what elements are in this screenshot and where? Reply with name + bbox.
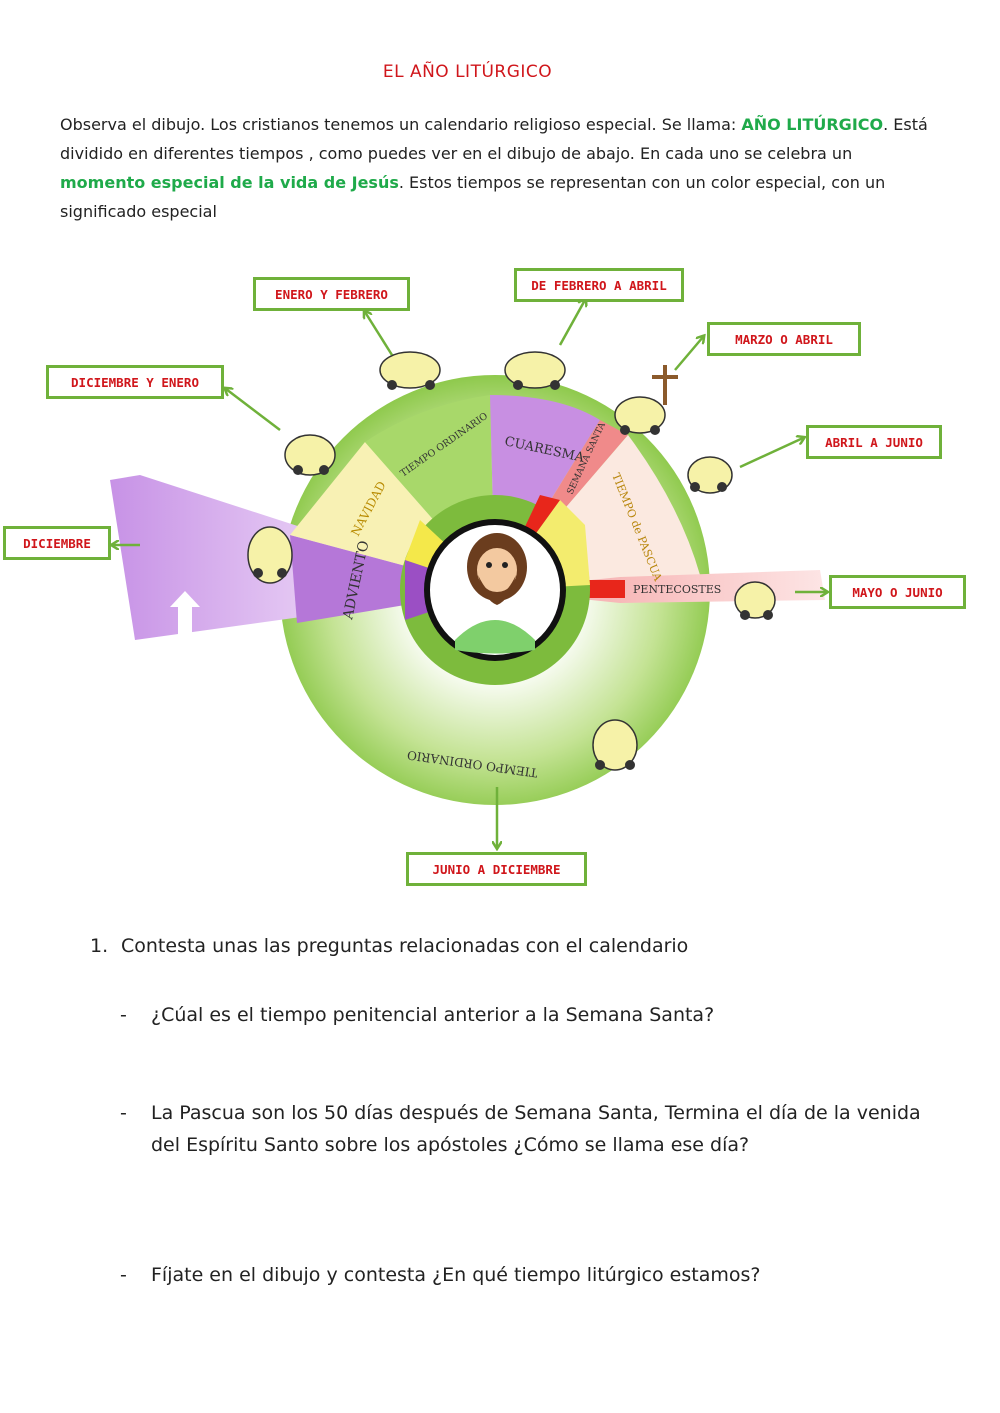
liturgical-calendar-diagram: ADVIENTO NAVIDAD TIEMPO ORDINARIO CUARES… — [0, 255, 1000, 895]
intro-highlight-momento: momento especial de la vida de Jesús — [60, 173, 399, 192]
question-main-text: Contesta unas las preguntas relacionadas… — [121, 935, 689, 957]
label-marzo-abril: MARZO O ABRIL — [707, 322, 861, 356]
arrow-enero-febrero — [365, 312, 394, 356]
bullet-dash: - — [120, 1102, 127, 1124]
arrow-abril-junio — [739, 438, 803, 469]
segment-label-pentecostes: PENTECOSTES — [633, 583, 721, 596]
car-wheels-icon — [253, 380, 773, 770]
arrow-febrero-abril — [558, 300, 585, 346]
cross-icon — [652, 365, 678, 405]
bullet-dash: - — [120, 1004, 127, 1026]
label-febrero-abril: DE FEBRERO A ABRIL — [514, 268, 684, 302]
label-junio-diciembre: JUNIO A DICIEMBRE — [406, 852, 587, 886]
pilgrim-cars-icon — [247, 351, 776, 771]
question-number: 1. — [90, 935, 109, 957]
question-text: La Pascua son los 50 días después de Sem… — [151, 1102, 921, 1156]
page-title: EL AÑO LITÚRGICO — [382, 62, 553, 82]
intro-paragraph: Observa el dibujo. Los cristianos tenemo… — [60, 110, 930, 226]
label-diciembre: DICIEMBRE — [3, 526, 111, 560]
label-abril-junio: ABRIL A JUNIO — [806, 425, 942, 459]
label-diciembre-enero: DICIEMBRE Y ENERO — [46, 365, 224, 399]
intro-text-1: Observa el dibujo. Los cristianos tenemo… — [60, 115, 742, 134]
direction-arrow-icon — [170, 591, 200, 638]
intro-text-3: . Estos tiempos se representan con un co… — [60, 173, 886, 221]
label-enero-febrero: ENERO Y FEBRERO — [253, 277, 410, 311]
intro-text-2: . Está dividido en diferentes tiempos , … — [60, 115, 928, 163]
bullet-dash: - — [120, 1264, 127, 1286]
jesus-figure-icon — [455, 533, 535, 654]
arrow-diciembre-enero — [226, 389, 281, 431]
intro-highlight-ano-liturgico: AÑO LITÚRGICO — [741, 115, 884, 134]
question-text: Fíjate en el dibujo y contesta ¿En qué t… — [151, 1264, 761, 1286]
arrow-marzo-abril — [674, 337, 703, 371]
question-text: ¿Cúal es el tiempo penitencial anterior … — [151, 1004, 715, 1026]
label-mayo-junio: MAYO O JUNIO — [829, 575, 966, 609]
wedge-advent — [290, 535, 495, 623]
liturgical-wheel: ADVIENTO NAVIDAD TIEMPO ORDINARIO CUARES… — [0, 255, 1000, 895]
pentecost-red-mark — [585, 580, 625, 598]
